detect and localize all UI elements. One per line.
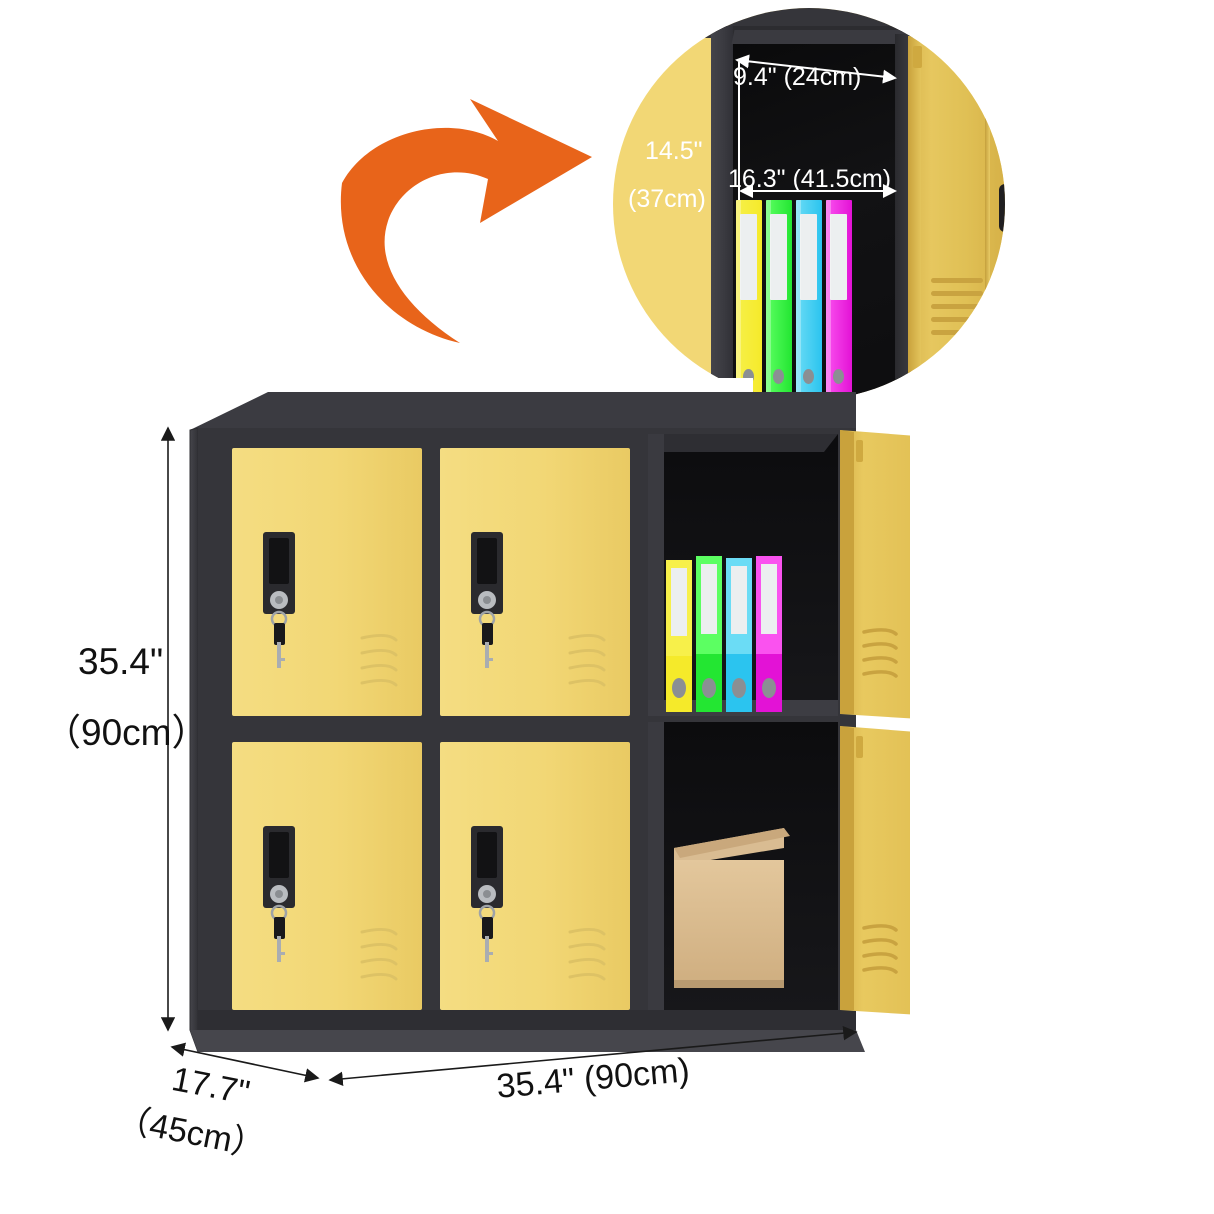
detail-callout-circle <box>613 8 1005 400</box>
binder-magenta <box>756 556 782 712</box>
binder-yellow <box>666 560 692 712</box>
binder-cyan <box>796 200 822 400</box>
depth-dimension-line <box>170 1042 320 1083</box>
cardboard-box <box>674 828 790 988</box>
cabinet-top-panel <box>190 392 856 430</box>
detail-dimension-arrows <box>735 54 897 200</box>
detail-height-metric-label: (37cm) <box>628 185 706 213</box>
overall-height-metric-label: （90cm） <box>44 712 209 753</box>
width-dimension-line <box>328 1025 858 1087</box>
main-cabinet <box>150 370 968 1100</box>
door-louver-4 <box>568 927 606 981</box>
detail-width-label: 16.3" (41.5cm) <box>728 165 892 193</box>
binder-magenta <box>826 200 852 400</box>
overall-height-label: 35.4" <box>78 641 164 682</box>
detail-cabinet-right-wall <box>895 34 911 400</box>
detail-cabinet-left-wall <box>711 26 733 400</box>
locker-door-3 <box>232 742 422 1010</box>
open-door-louver-upper <box>862 628 898 678</box>
detail-depth-label: 9.4" (24cm) <box>733 63 862 91</box>
binder-group-cabinet <box>666 556 782 712</box>
detail-door-lip <box>913 46 922 68</box>
detail-binder-group <box>736 200 856 400</box>
locker-door-1 <box>232 448 422 716</box>
door-louver-3 <box>360 927 398 981</box>
detail-door-groove <box>985 38 990 396</box>
binder-green <box>696 556 722 712</box>
door-louver-1 <box>360 633 398 687</box>
binder-cyan <box>726 558 752 712</box>
open-door-louver-lower <box>862 924 898 974</box>
door-louver-2 <box>568 633 606 687</box>
cabinet-left-side <box>190 428 198 1052</box>
detail-height-label: 14.5" <box>645 137 703 165</box>
detail-door-louver-icon <box>931 278 987 336</box>
binder-green <box>766 200 792 400</box>
locker-door-2 <box>440 448 630 716</box>
binder-yellow <box>736 200 762 400</box>
curved-arrow-right-icon <box>340 99 592 343</box>
detail-door-knob <box>999 184 1005 232</box>
detail-door-edge <box>908 36 921 398</box>
locker-door-4 <box>440 742 630 1010</box>
